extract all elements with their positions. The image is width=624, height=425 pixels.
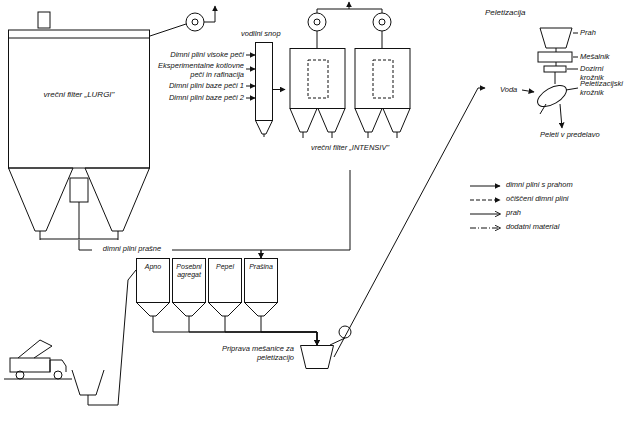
flow-line: [261, 170, 350, 258]
fan: [373, 13, 391, 31]
chimney: [38, 12, 50, 28]
input-arrow: [246, 86, 255, 87]
duct: [382, 31, 383, 48]
fan: [186, 13, 204, 31]
exhaust: [204, 6, 215, 22]
conveyor: [88, 270, 136, 405]
flow-line: [273, 89, 285, 90]
exhaust: [317, 9, 382, 13]
node-text: Apno: [137, 263, 169, 271]
lurgi-outline: [8, 28, 150, 240]
part-label: Peletizacijski krožnik: [580, 80, 622, 97]
legend-text: prah: [506, 209, 521, 218]
node-text: Peletizacija: [485, 8, 525, 17]
exhaust: [349, 2, 350, 9]
cyclone-vessel: vodilni snop: [255, 42, 273, 137]
input-arrow: [246, 55, 255, 56]
part-label: dimni plini prašne: [92, 245, 172, 254]
part-label: Peleti v predelavo: [540, 131, 615, 140]
node-text: Pepel: [209, 263, 241, 271]
legend-text: očiščeni dimni plini: [506, 195, 569, 204]
storage-silo: Prašina: [244, 258, 278, 320]
bag-filter: vrečni filter „LURGI": [8, 28, 150, 240]
pelletizer: [522, 28, 578, 128]
truck: [4, 340, 72, 379]
legend-sample: [470, 214, 500, 215]
legend-text: dimni plini s prahom: [506, 181, 573, 190]
input-arrow: [246, 69, 255, 70]
part-label: Mešalnik: [580, 53, 620, 62]
legend-sample: [470, 200, 500, 201]
storage-silo: Posebni agregat: [172, 258, 206, 320]
mixing-tank: Priprava mešanice za peletizacijo: [300, 345, 334, 369]
flow-line: [79, 240, 261, 258]
storage-silo: Pepel: [208, 258, 242, 320]
node-text: Priprava mešanice za peletizacijo: [196, 345, 294, 362]
part-label: Dimni plini baze peči 2: [150, 94, 244, 103]
storage-silo: Apno: [136, 258, 170, 320]
input-arrow: [246, 98, 255, 99]
gauge: [339, 326, 351, 338]
duct: [317, 31, 318, 48]
gauge-pipe: [330, 338, 345, 345]
legend-text: dodatni material: [506, 223, 559, 232]
part-label: Dimni plini baze peči 1: [150, 82, 244, 91]
fan-hub: [314, 19, 320, 25]
node-text: vodilni snop: [241, 30, 281, 39]
part-label: Dimni plini visoke peči: [150, 51, 244, 60]
part-label: Prah: [580, 29, 620, 38]
fan: [308, 13, 326, 31]
duct: [150, 24, 186, 36]
vessel-outline: [255, 42, 273, 137]
flow-line: [334, 88, 485, 357]
fan-hub: [192, 19, 198, 25]
node-text: vrečni filter „LURGI": [14, 90, 144, 99]
bag-filter-group: vrečni filter „INTENSIV": [285, 48, 415, 170]
node-text: Posebni agregat: [173, 263, 205, 279]
fan-hub: [379, 19, 385, 25]
dump-pit: [72, 370, 104, 395]
part-label: Eksperimentalne kotlovne peči in rafinac…: [150, 62, 244, 79]
flow-line: [225, 320, 317, 345]
node-text: vrečni filter „INTENSIV": [285, 144, 415, 153]
legend-sample: [470, 228, 500, 229]
flow-line: [261, 320, 317, 345]
flow-line: [189, 320, 317, 345]
node-text: Prašina: [245, 263, 277, 271]
flow-line: [153, 320, 317, 345]
part-label: Voda: [500, 86, 522, 95]
legend-sample: [470, 186, 500, 187]
mixer-outline: [300, 345, 334, 369]
